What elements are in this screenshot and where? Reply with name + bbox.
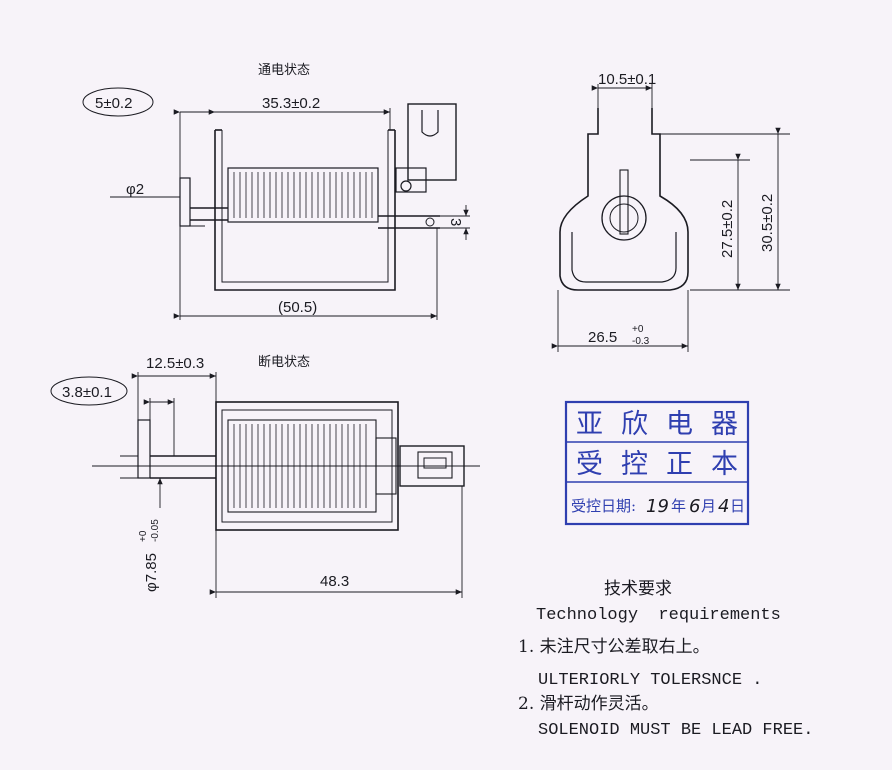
- control-stamp: 亚 欣 电 器 受 控 正 本 受控日期: 19 年 6 月 4 日: [564, 400, 750, 526]
- req-item2-en: SOLENOID MUST BE LEAD FREE.: [538, 721, 813, 740]
- stamp-day-unit: 日: [730, 497, 745, 515]
- stamp-char-8: 本: [711, 449, 738, 480]
- height-outer-dim: 30.5±0.2: [759, 194, 776, 252]
- end-view: [559, 108, 689, 291]
- body-len-off-dim: 48.3: [320, 573, 349, 590]
- body-length-dim: 35.3±0.2: [262, 95, 320, 112]
- end-width-dim: 10.5±0.1: [598, 71, 656, 88]
- height-inner-dim: 27.5±0.2: [719, 200, 736, 258]
- req-title-en: Technology requirements: [536, 606, 781, 625]
- base-width-upper: +0: [632, 324, 644, 335]
- coil-windings: [233, 172, 373, 218]
- dia-upper: +0: [138, 530, 149, 542]
- stamp-char-5: 受: [576, 449, 603, 480]
- stamp-month: 6: [689, 496, 700, 517]
- dia-dim: φ7.85: [143, 553, 160, 592]
- small-offset-dim: 3: [447, 218, 464, 226]
- deenergized-dimlines: [120, 372, 463, 598]
- base-width-lower: -0.3: [632, 336, 650, 347]
- req-item2-cn: 2. 滑杆动作灵活。: [518, 694, 659, 714]
- req-title-cn: 技术要求: [604, 579, 672, 599]
- req-item1-en: ULTERIORLY TOLERSNCE .: [538, 671, 762, 690]
- stamp-char-3: 电: [666, 409, 693, 440]
- requirements: 技术要求 Technology requirements 1. 未注尺寸公差取右…: [518, 579, 813, 740]
- energized-label: 通电状态: [258, 63, 310, 78]
- stamp-day: 4: [718, 496, 729, 517]
- deenergized-label: 断电状态: [258, 355, 310, 370]
- plunger-ext-dim: 12.5±0.3: [146, 355, 204, 372]
- stroke-tol-dim: 5±0.2: [95, 95, 132, 112]
- stroke-tol-callout: [82, 87, 154, 117]
- base-width-dim: 26.5: [588, 329, 617, 346]
- stroke-off-callout: [50, 376, 128, 406]
- overall-length-dim: (50.5): [278, 299, 317, 316]
- stamp-char-1: 亚: [576, 409, 603, 440]
- stamp-year-unit: 年: [671, 497, 686, 515]
- req-item1-cn: 1. 未注尺寸公差取右上。: [518, 637, 710, 657]
- deenergized-view: [92, 401, 480, 531]
- stamp-date-label: 受控日期:: [571, 497, 636, 515]
- dia-lower: -0.05: [150, 519, 161, 542]
- stamp-char-2: 欣: [621, 409, 648, 440]
- stamp-year: 19: [646, 496, 669, 517]
- stamp-month-unit: 月: [701, 497, 716, 515]
- stamp-char-6: 控: [621, 449, 648, 480]
- end-view-dimlines: [551, 84, 790, 352]
- energized-view: [179, 103, 457, 291]
- plunger-dia-dim: φ2: [126, 181, 144, 198]
- stamp-char-4: 器: [711, 409, 738, 440]
- energized-dimlines: [110, 108, 470, 320]
- stroke-off-dim: 3.8±0.1: [62, 384, 112, 401]
- stamp-char-7: 正: [666, 449, 693, 480]
